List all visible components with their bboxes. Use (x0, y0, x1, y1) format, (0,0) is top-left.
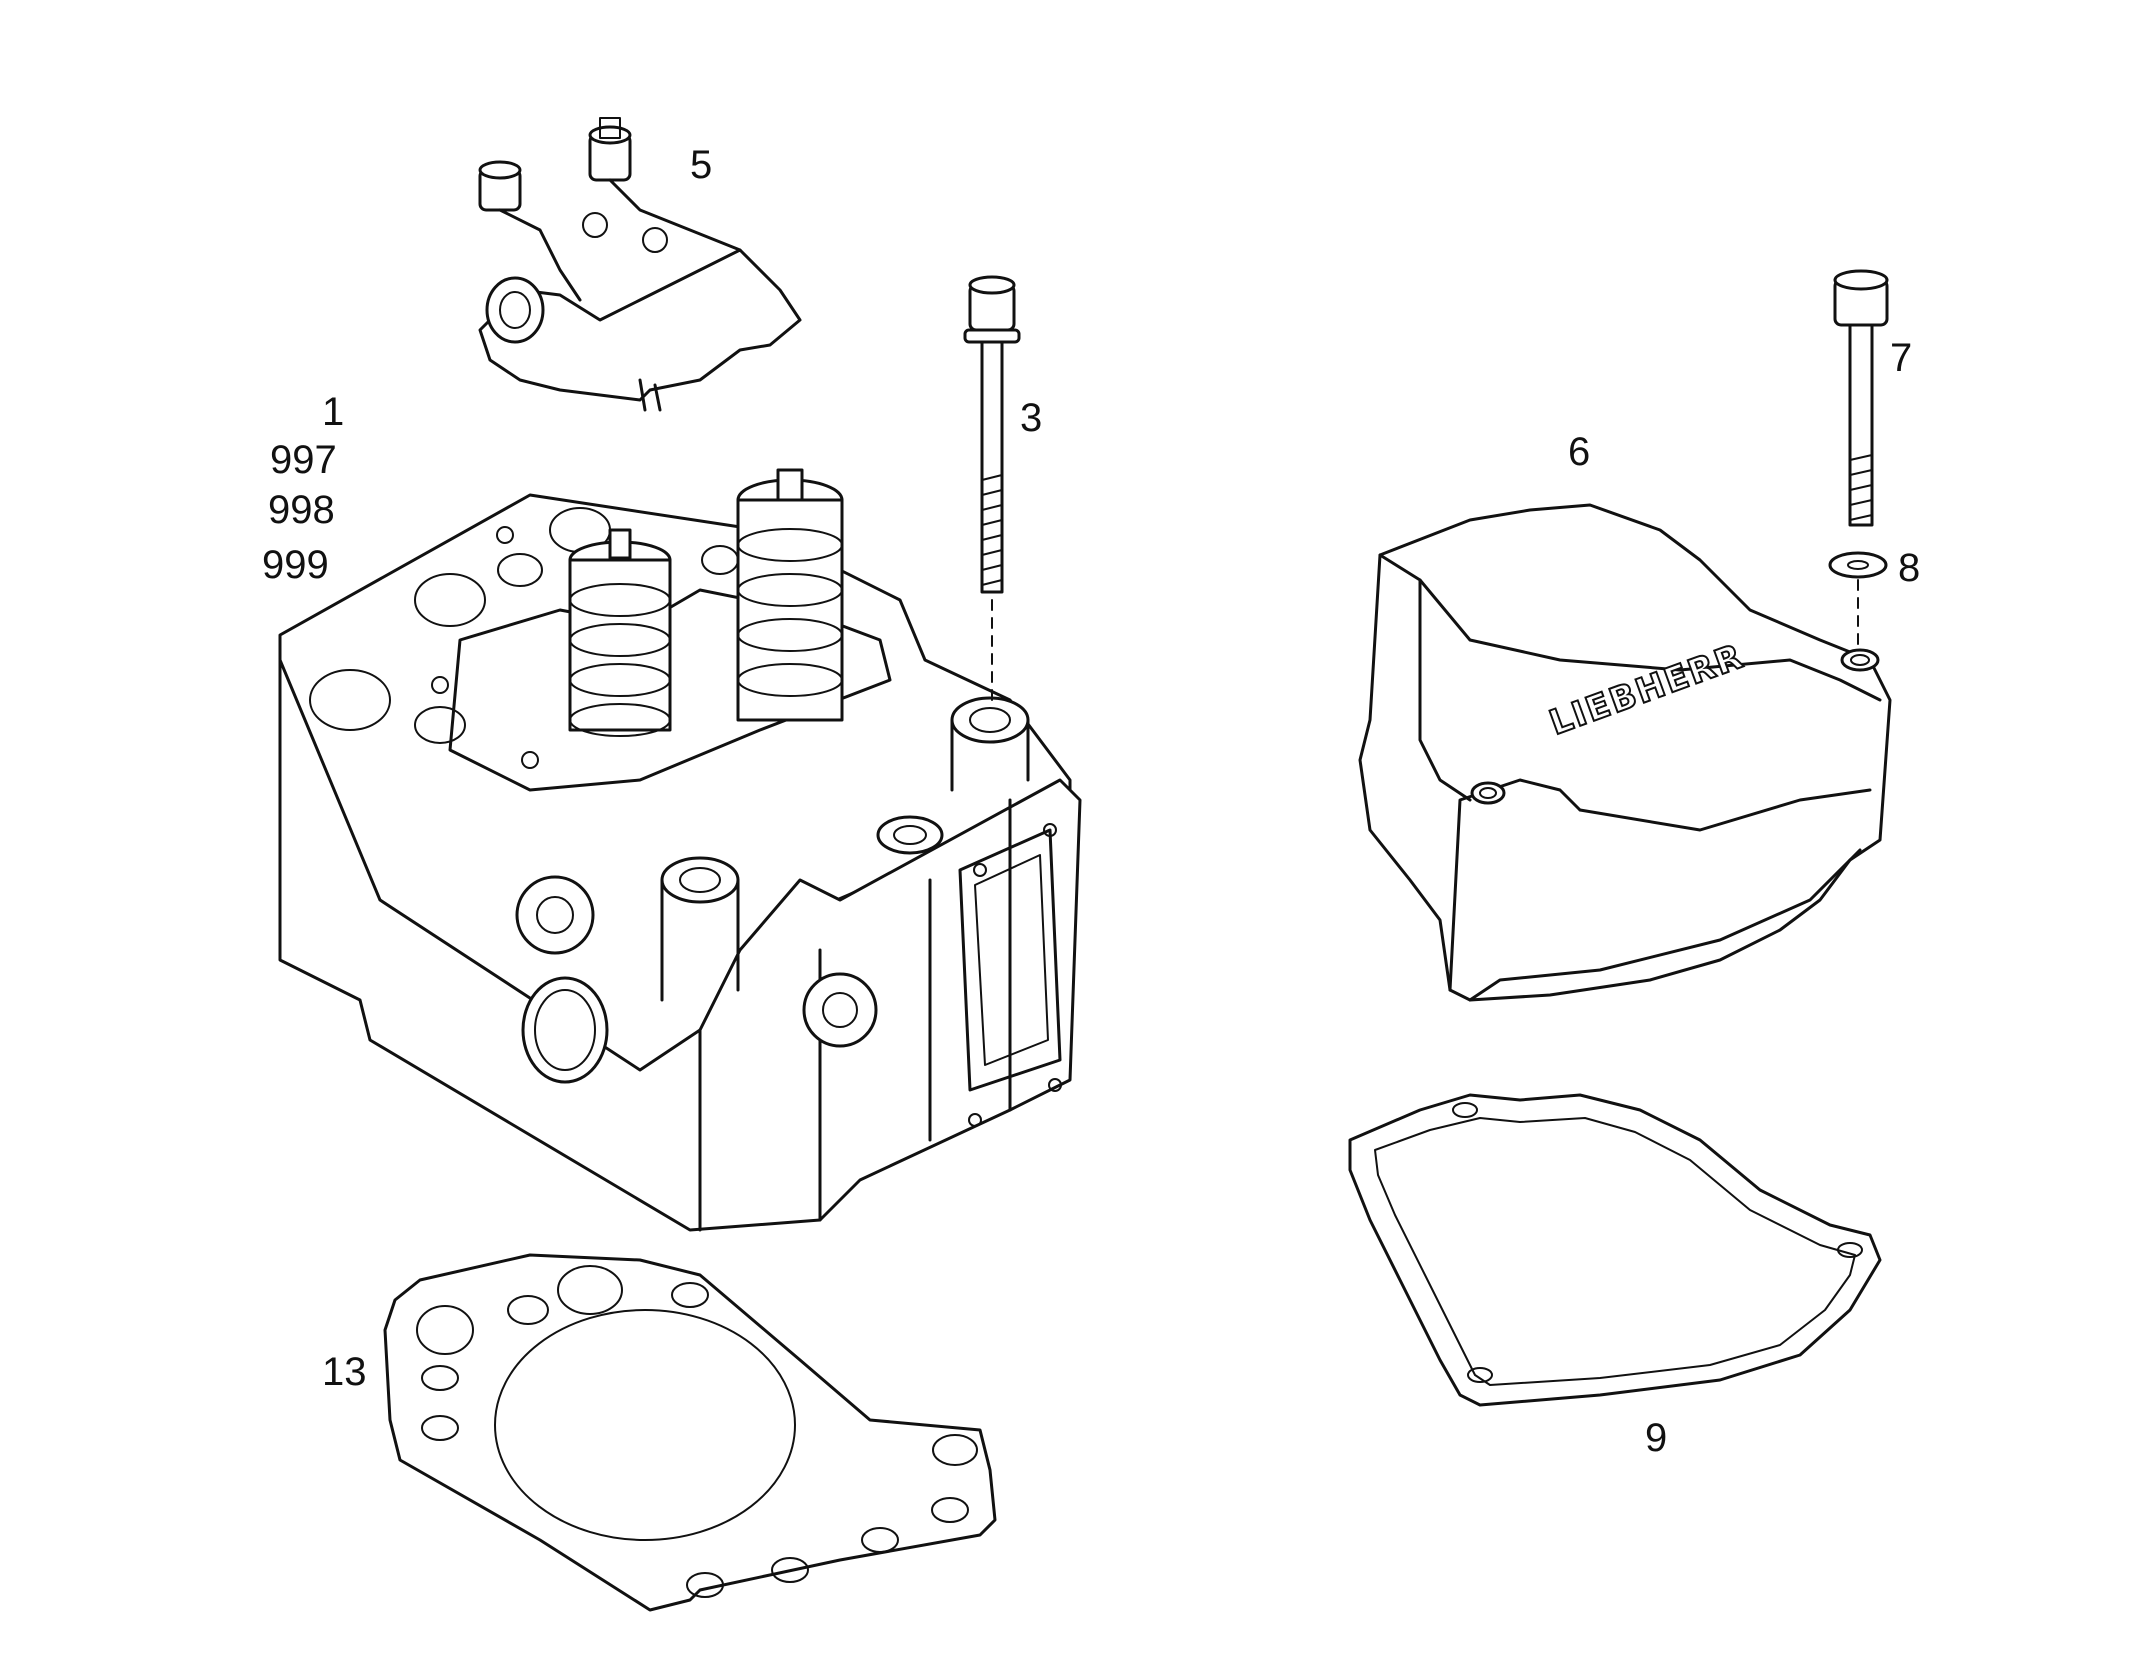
valve-cover-gasket (1348, 1093, 1882, 1407)
label-washer: 8 (1898, 546, 1921, 590)
label-head-gasket: 13 (322, 1350, 367, 1394)
valve-spring-right (736, 468, 844, 722)
washer (1828, 551, 1888, 651)
label-variant-997: 997 (270, 438, 337, 482)
head-bolt (963, 275, 1021, 701)
label-rocker-arm: 5 (690, 143, 713, 187)
label-cover-bolt: 7 (1890, 336, 1913, 380)
label-head-bolt: 3 (1020, 396, 1043, 440)
cover-bolt (1833, 269, 1889, 527)
valve-spring-left (568, 528, 672, 737)
label-variant-998: 998 (268, 488, 335, 532)
head-gasket (383, 1253, 997, 1612)
label-cover-gasket: 9 (1645, 1416, 1668, 1460)
label-variant-999: 999 (262, 543, 329, 587)
label-valve-cover: 6 (1568, 430, 1591, 474)
rocker-arm-assembly (478, 117, 802, 412)
cylinder-head (278, 468, 1082, 1232)
label-cylinder-head: 1 (322, 390, 345, 434)
valve-cover: LIEBHERR (1358, 503, 1892, 1002)
